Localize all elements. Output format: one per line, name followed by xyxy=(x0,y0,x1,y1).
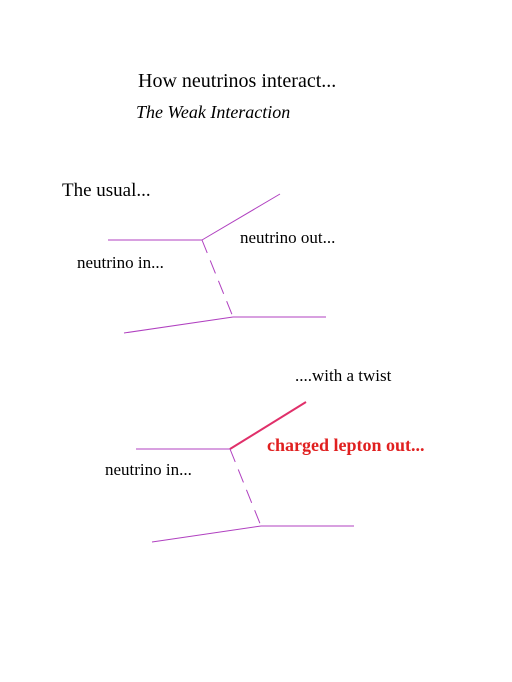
diagram-1-boson-line xyxy=(201,239,234,318)
diagram-1-outgoing-neutrino-line xyxy=(201,193,281,241)
diagram-1-incoming-label: neutrino in... xyxy=(77,253,164,272)
page-title: How neutrinos interact... xyxy=(138,70,337,92)
diagram-1-heading: The usual... xyxy=(62,180,151,201)
diagram-1-outgoing-label: neutrino out... xyxy=(240,228,336,247)
diagram-2-incoming-label: neutrino in... xyxy=(105,460,192,479)
diagram-2-boson-line xyxy=(229,448,262,527)
diagram-2-outgoing-label: charged lepton out... xyxy=(267,435,425,455)
diagram-1-target-in-line xyxy=(123,316,234,334)
diagram-1 xyxy=(108,193,326,334)
diagram-2-outgoing-charged-lepton-line xyxy=(229,401,307,450)
diagram-2-target-in-line xyxy=(151,525,262,543)
diagram-2 xyxy=(136,401,354,543)
page-subtitle: The Weak Interaction xyxy=(136,102,291,122)
diagram-2-heading: ....with a twist xyxy=(295,366,392,385)
